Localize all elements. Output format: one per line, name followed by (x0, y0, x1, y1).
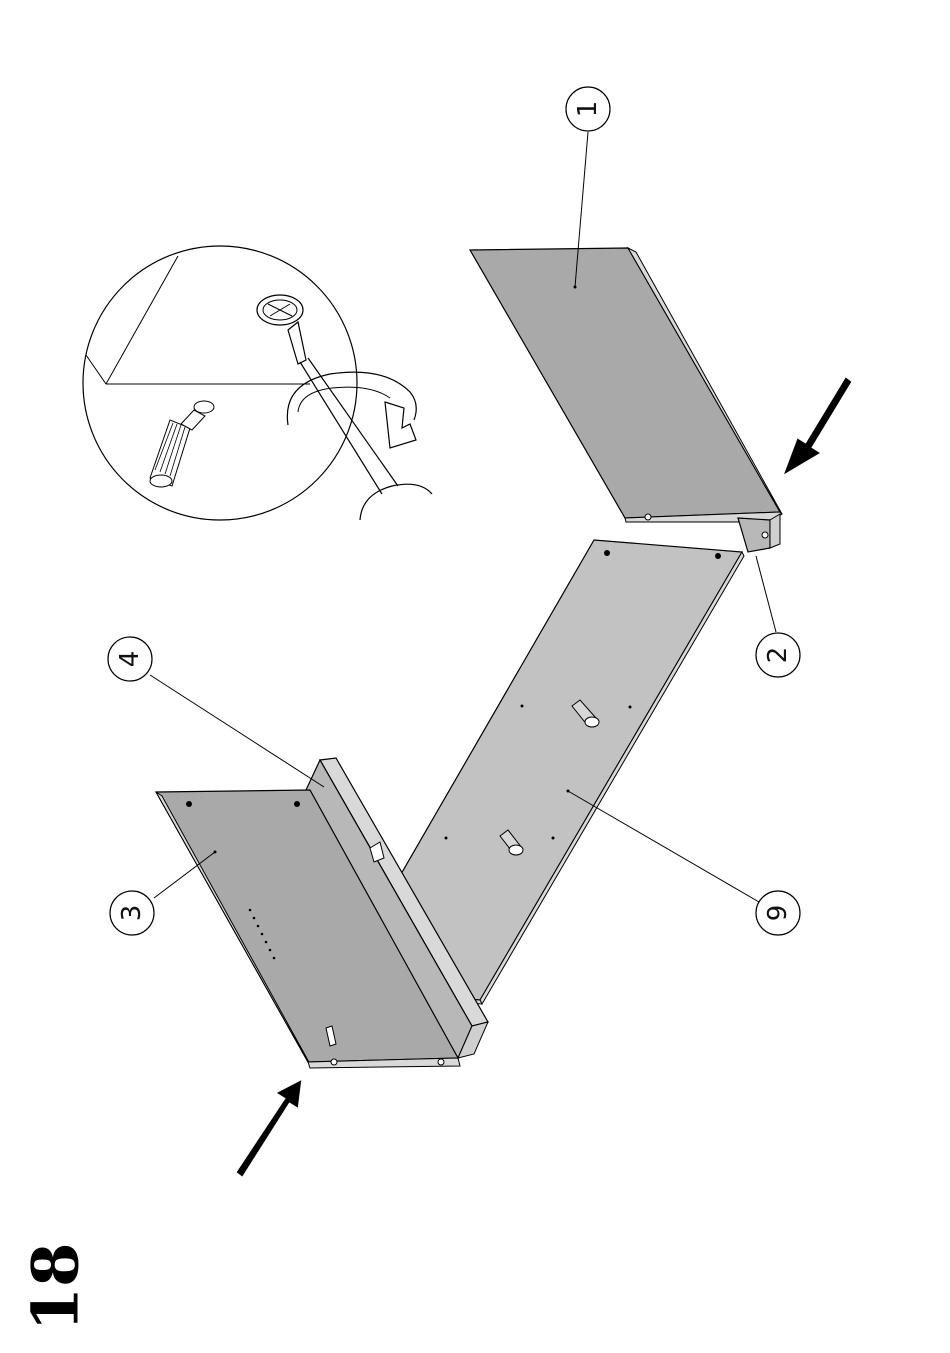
detail-inset (83, 246, 432, 520)
svg-text:9: 9 (763, 905, 793, 922)
assembly-arrow-icon (238, 1082, 300, 1175)
callout-part-9: 9 (756, 891, 800, 935)
callout-part-1: 1 (566, 87, 610, 131)
panel-part-2 (738, 514, 780, 552)
svg-text:4: 4 (115, 651, 145, 668)
cam-lock-icon (257, 295, 303, 325)
callout-part-4: 4 (108, 637, 152, 681)
step-number: 18 (19, 1242, 94, 1331)
panel-part-1 (470, 248, 782, 522)
assembly-arrow-icon (786, 379, 850, 472)
svg-text:3: 3 (117, 905, 147, 922)
svg-text:1: 1 (573, 101, 603, 118)
svg-text:2: 2 (763, 647, 793, 664)
callout-part-3: 3 (110, 891, 154, 935)
callout-part-2: 2 (756, 633, 800, 677)
